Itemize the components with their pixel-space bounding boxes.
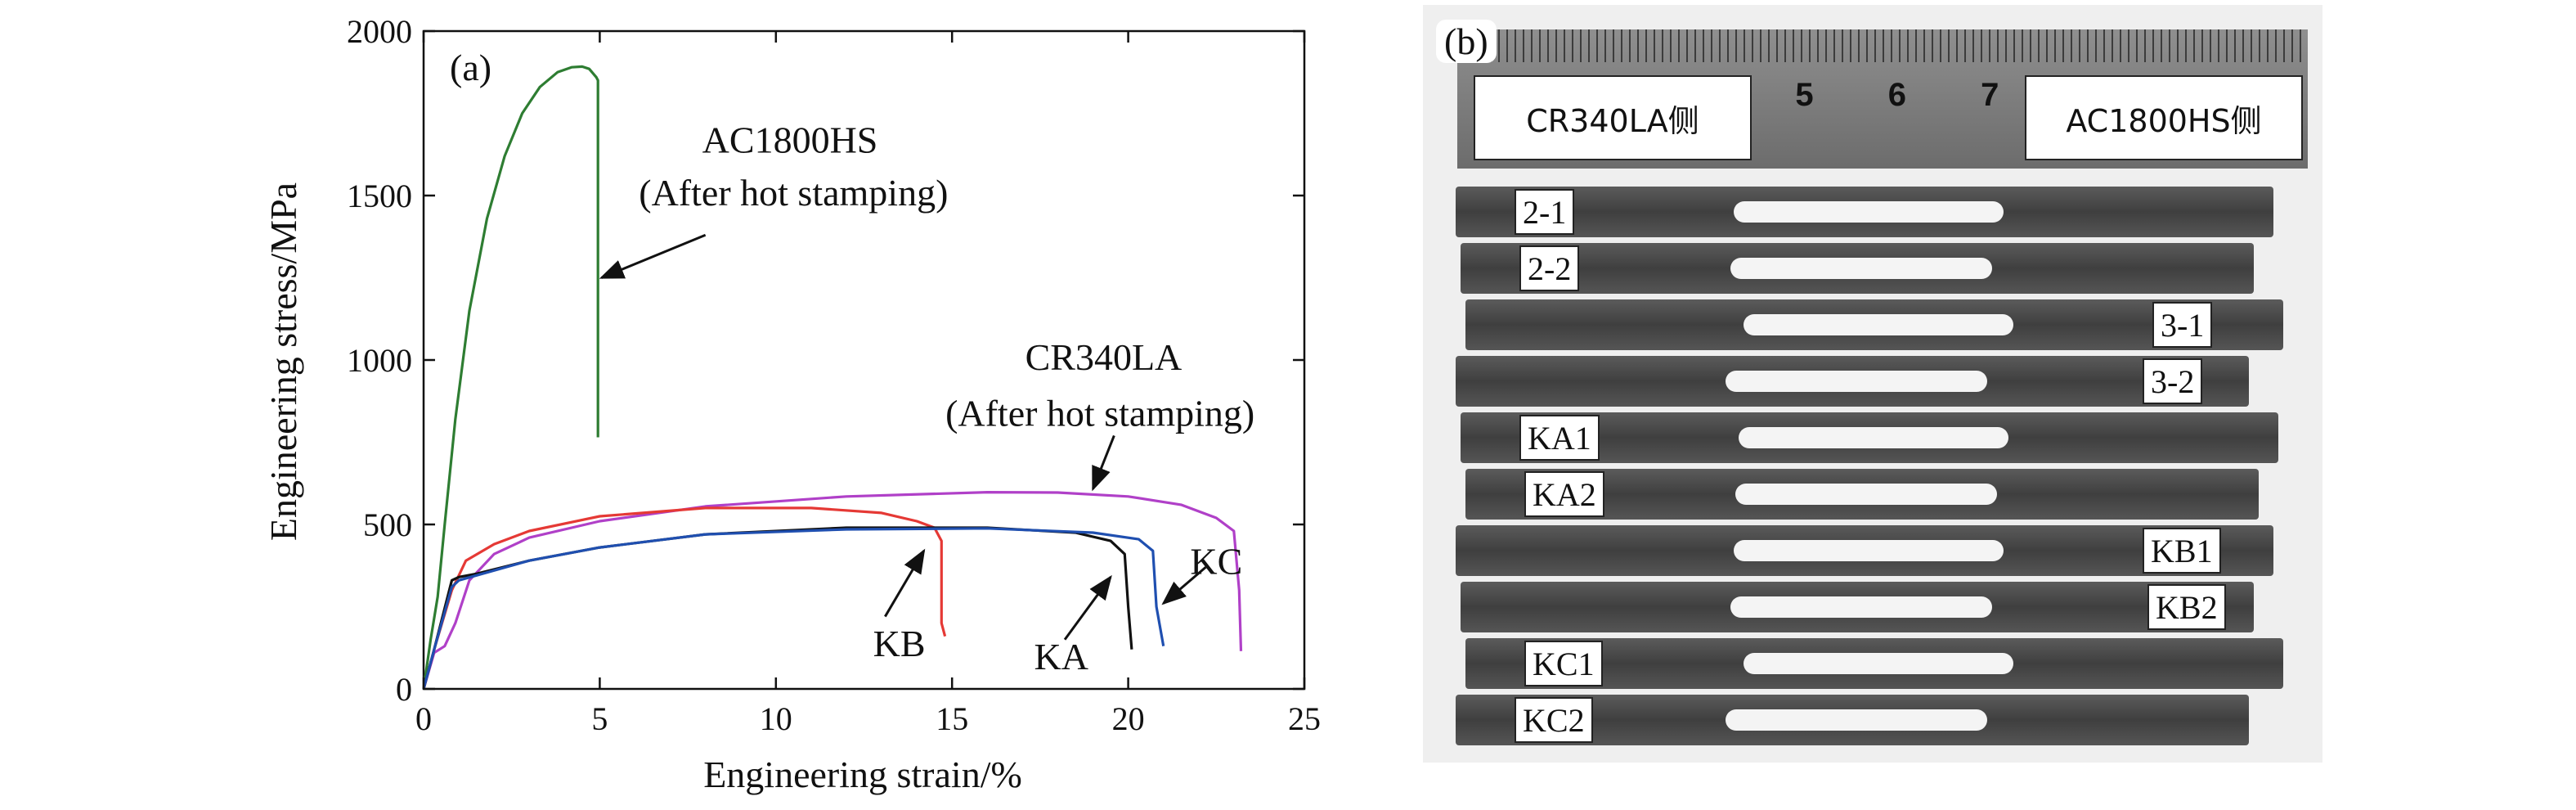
specimen-gauge — [1725, 371, 1987, 392]
annotation-arrow — [1063, 574, 1112, 641]
specimen-label: KA2 — [1524, 471, 1604, 517]
annotation-arrow — [599, 233, 707, 279]
series-line-kb — [422, 506, 947, 690]
annotation-label: AC1800HS — [702, 119, 878, 161]
x-tick-label: 0 — [415, 700, 432, 737]
series-line-ac1800hs — [422, 65, 599, 690]
annotation-layer: AC1800HS (After hot stamping) CR340LA (Afte… — [599, 119, 1254, 677]
specimen-gauge — [1730, 596, 1992, 618]
ruler-ticks — [1457, 29, 2308, 62]
specimen-label: 3-2 — [2143, 358, 2203, 404]
specimen-label: 3-1 — [2152, 302, 2213, 348]
panel-label-a: (a) — [450, 47, 491, 88]
annotation-label: (After hot stamping) — [945, 392, 1254, 434]
y-tick-label: 2000 — [347, 13, 412, 50]
specimen-label: 2-2 — [1519, 245, 1580, 291]
specimen-gauge — [1739, 427, 2008, 448]
x-axis-label: Engineering strain/% — [703, 754, 1022, 795]
x-tick-label: 25 — [1288, 700, 1321, 737]
x-tick-label: 15 — [936, 700, 968, 737]
specimen-label: KB2 — [2147, 584, 2226, 630]
annotation-label: KB — [873, 623, 926, 664]
specimen-gauge — [1735, 484, 1997, 505]
specimen-gauge — [1744, 653, 2013, 674]
specimen-label: KC1 — [1524, 641, 1603, 686]
specimen-bar — [1461, 582, 2254, 632]
y-tick-label: 500 — [363, 506, 412, 543]
specimen-label: 2-1 — [1515, 189, 1575, 235]
y-tick-label: 0 — [396, 671, 412, 708]
specimen-bar — [1465, 299, 2283, 350]
specimen-label: KB1 — [2143, 528, 2221, 574]
series-line-cr340la — [422, 490, 1243, 690]
tick-layer: 0 5 10 15 20 25 0 500 1000 1500 2000 — [347, 13, 1321, 737]
annotation-arrow — [1161, 566, 1207, 605]
annotation-label: KC — [1190, 540, 1242, 582]
series-line-ka — [422, 526, 1133, 690]
annotation-label: CR340LA — [1025, 336, 1183, 378]
right-side-tag: AC1800HS侧 — [2025, 75, 2303, 160]
annotation-arrow — [1092, 434, 1115, 492]
ruler-numbers: 4 5 6 7 — [1703, 77, 2032, 113]
y-tick-label: 1500 — [347, 178, 412, 214]
specimen-label: KC2 — [1515, 697, 1593, 743]
specimen-gauge — [1734, 540, 2004, 561]
specimen-photo: 4 5 6 7 CR340LA侧 AC1800HS侧 (b) 2-1 2-2 3-1… — [1423, 5, 2322, 763]
series-line-kc — [422, 527, 1165, 690]
specimen-gauge — [1734, 201, 2004, 223]
specimen-label: KA1 — [1519, 415, 1600, 461]
annotation-label: KA — [1034, 636, 1088, 677]
specimen-bar — [1461, 243, 2254, 294]
x-tick-label: 20 — [1112, 700, 1145, 737]
annotation-label: (After hot stamping) — [639, 172, 948, 214]
panel-label-b: (b) — [1436, 20, 1497, 63]
specimen-gauge — [1744, 314, 2013, 335]
left-side-tag: CR340LA侧 — [1474, 75, 1752, 160]
x-tick-label: 5 — [591, 700, 608, 737]
x-tick-label: 10 — [760, 700, 792, 737]
specimen-bar — [1456, 356, 2249, 407]
specimen-bar — [1456, 187, 2273, 237]
annotation-arrow — [884, 548, 926, 618]
y-tick-label: 1000 — [347, 342, 412, 379]
series-layer — [422, 65, 1243, 690]
stress-strain-chart: AC1800HS (After hot stamping) CR340LA (Afte… — [263, 13, 1321, 795]
specimen-bar — [1456, 525, 2273, 576]
specimen-gauge — [1725, 709, 1987, 731]
y-axis-label: Engineering stress/MPa — [263, 182, 304, 541]
specimen-gauge — [1730, 258, 1992, 279]
